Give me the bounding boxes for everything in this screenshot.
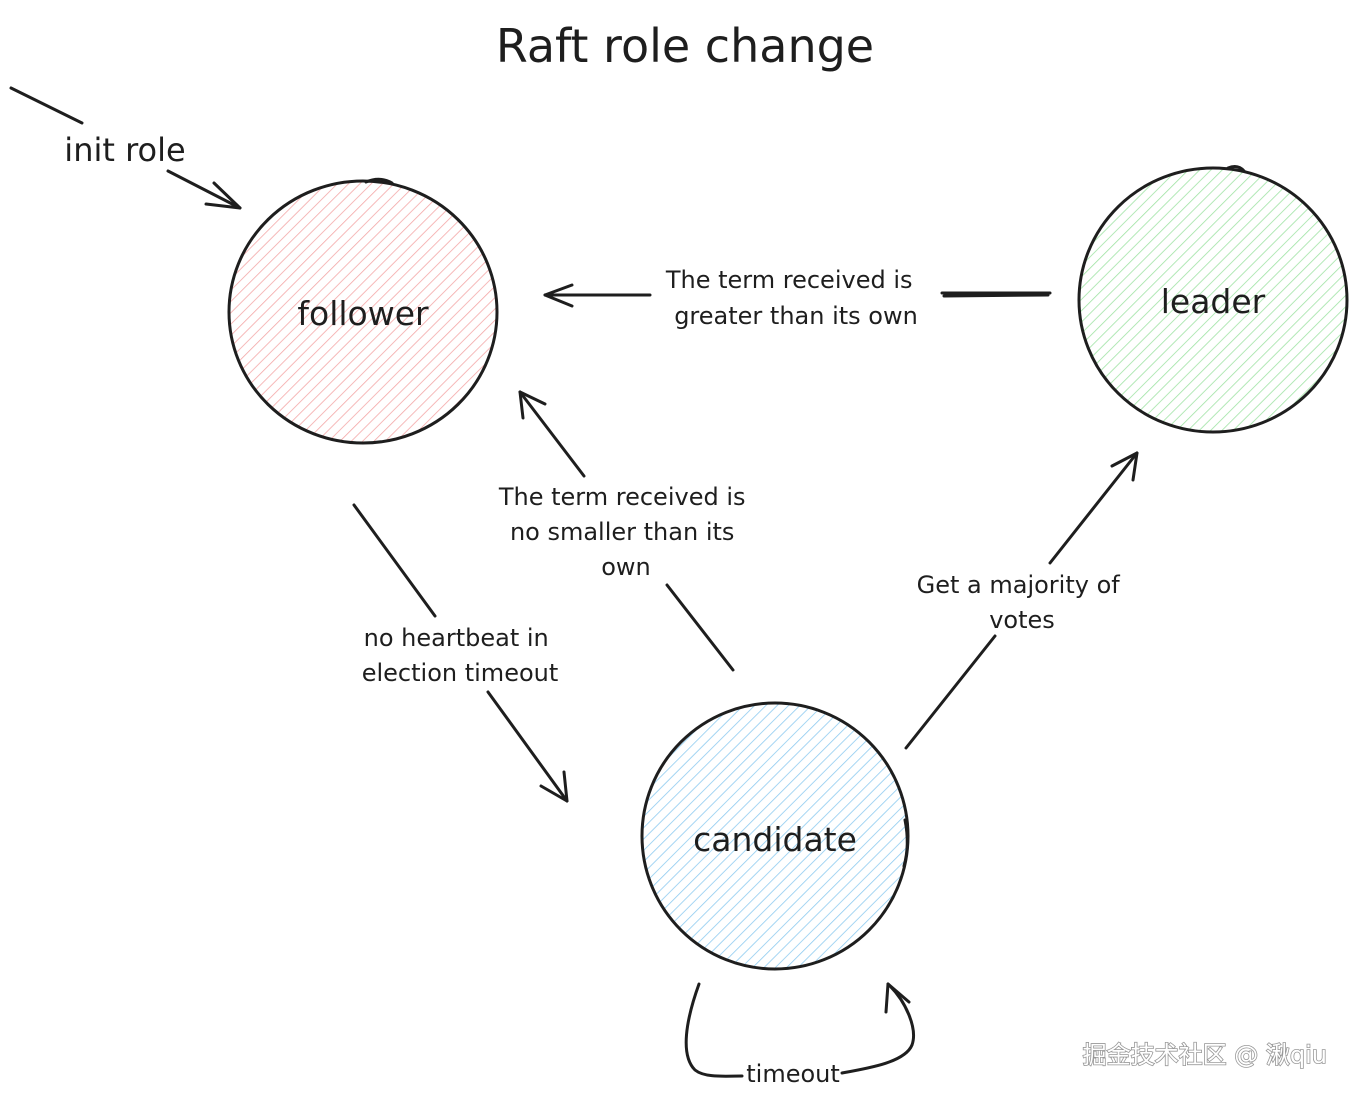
init-role-arrow: init role [9, 86, 242, 210]
candidate-circle-sketch-overlap [902, 818, 909, 868]
leader-circle [1077, 166, 1349, 434]
leader-circle-sketch-overlap [1226, 165, 1246, 173]
timeout-loop-right [840, 982, 915, 1075]
candidate-follower-shaft-lower [665, 583, 735, 672]
follower-candidate-label-line-1: no heartbeat in [364, 624, 549, 652]
follower-node: follower [227, 177, 499, 445]
timeout-label: timeout [746, 1060, 840, 1088]
leader-follower-arrow-head [543, 283, 574, 308]
candidate-leader-label-line-1: Get a majority of [917, 571, 1121, 599]
leader-node: leader [1077, 165, 1349, 434]
leader-follower-label-line-1: The term received is [665, 266, 913, 294]
leader-follower-label: The term received is greater than its ow… [665, 266, 920, 330]
candidate-follower-label-line-1: The term received is [498, 483, 746, 511]
candidate-node: candidate [640, 701, 910, 971]
candidate-follower-label: The term received is no smaller than its… [498, 483, 753, 581]
candidate-follower-shaft-upper [518, 390, 586, 478]
leader-label: leader [1161, 282, 1266, 321]
candidate-leader-label: Get a majority of votes [917, 571, 1128, 634]
candidate-leader-shaft-upper [1048, 451, 1139, 565]
candidate-timeout-loop-arrow: timeout [684, 982, 915, 1088]
follower-candidate-shaft-upper [352, 503, 437, 618]
follower-circle-sketch-overlap [364, 177, 394, 185]
leader-follower-label-line-2: greater than its own [674, 302, 918, 330]
follower-to-candidate-arrow: no heartbeat in election timeout [352, 503, 569, 803]
follower-label: follower [297, 294, 429, 333]
candidate-to-leader-arrow: Get a majority of votes [904, 451, 1139, 750]
init-arrow-tail [9, 86, 84, 125]
init-arrow-head [204, 181, 242, 210]
init-arrow-shaft [166, 169, 242, 210]
leader-follower-shaft-right-sketch [942, 293, 1050, 298]
follower-candidate-label-line-2: election timeout [362, 659, 559, 687]
init-role-label: init role [64, 131, 185, 169]
follower-circle [227, 179, 499, 445]
timeout-loop-left [684, 982, 744, 1078]
candidate-to-follower-arrow: The term received is no smaller than its… [498, 390, 753, 672]
diagram-title: Raft role change [496, 19, 874, 73]
timeout-loop-arrow-head [884, 982, 911, 1014]
candidate-follower-label-line-2: no smaller than its [510, 518, 734, 546]
follower-candidate-arrow-head [539, 770, 569, 803]
candidate-follower-label-line-3: own [601, 553, 651, 581]
follower-candidate-label: no heartbeat in election timeout [362, 624, 559, 687]
candidate-leader-label-line-2: votes [989, 606, 1055, 634]
leader-to-follower-arrow: The term received is greater than its ow… [543, 266, 1052, 330]
watermark-text: 掘金技术社区 @ 湫qiu [1083, 1041, 1327, 1069]
candidate-label: candidate [693, 820, 857, 859]
candidate-leader-arrow-head [1110, 451, 1139, 482]
candidate-follower-arrow-head [518, 390, 547, 420]
follower-candidate-shaft-lower [486, 690, 569, 803]
candidate-leader-shaft-lower [904, 634, 997, 750]
